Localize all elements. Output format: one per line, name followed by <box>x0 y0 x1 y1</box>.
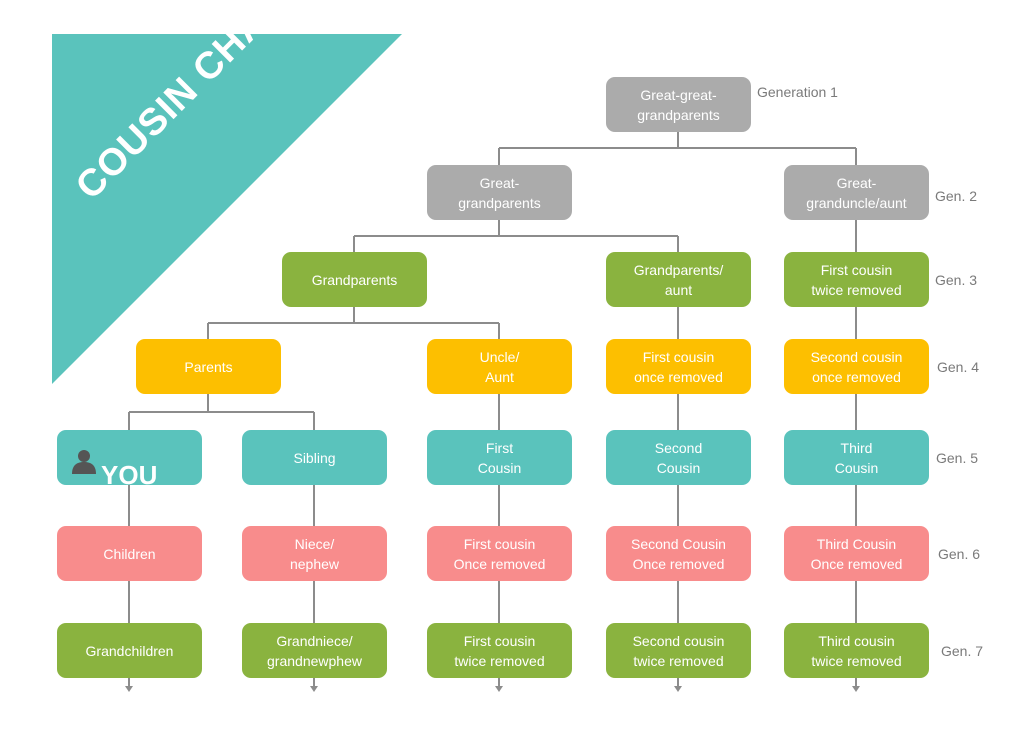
node-third-cousin-twice-removed-g7: Third cousin twice removed <box>784 623 929 678</box>
node-first-cousin-twice-removed-g3: First cousin twice removed <box>784 252 929 307</box>
node-label: Second cousin once removed <box>810 348 903 385</box>
node-uncle-aunt: Uncle/ Aunt <box>427 339 572 394</box>
node-first-cousin: First Cousin <box>427 430 572 485</box>
you-label: YOU <box>101 460 158 490</box>
generation-label-4: Gen. 4 <box>937 359 980 375</box>
down-arrow-icon <box>125 686 133 692</box>
node-label: Great- granduncle/aunt <box>806 174 907 211</box>
person-icon <box>72 450 96 474</box>
node-great-granduncle-aunt: Great- granduncle/aunt <box>784 165 929 220</box>
node-you: YOU <box>57 430 202 490</box>
down-arrow-icon <box>674 686 682 692</box>
node-label: Third cousin twice removed <box>811 632 902 669</box>
node-label: First Cousin <box>477 439 522 476</box>
generation-label-7: Gen. 7 <box>941 643 984 659</box>
node-label: Second Cousin Once removed <box>631 535 726 572</box>
node-label: First cousin Once removed <box>453 535 546 572</box>
node-label: Second cousin twice removed <box>632 632 725 669</box>
node-children: Children <box>57 526 202 581</box>
node-great-grandparents: Great- grandparents <box>427 165 572 220</box>
generation-label-1: Generation 1 <box>757 84 838 100</box>
node-first-cousin-once-removed-g4: First cousin once removed <box>606 339 751 394</box>
node-label: Second Cousin <box>654 439 703 476</box>
node-second-cousin-once-removed-g4: Second cousin once removed <box>784 339 929 394</box>
generation-label-5: Gen. 5 <box>936 450 979 466</box>
node-label: Niece/ nephew <box>289 535 340 572</box>
node-label: First cousin twice removed <box>811 261 902 298</box>
node-grandchildren: Grandchildren <box>57 623 202 678</box>
node-label: Grandniece/ grandnewphew <box>267 632 362 669</box>
node-grandparents: Grandparents <box>282 252 427 307</box>
node-label: Parents <box>184 358 233 375</box>
generation-label-6: Gen. 6 <box>938 546 981 562</box>
node-label: Third Cousin Once removed <box>810 535 903 572</box>
generation-label-3: Gen. 3 <box>935 272 978 288</box>
node-label: Third Cousin <box>834 439 879 476</box>
node-second-cousin: Second Cousin <box>606 430 751 485</box>
node-first-cousin-twice-removed-g7: First cousin twice removed <box>427 623 572 678</box>
node-label: Children <box>103 545 156 562</box>
node-label: First cousin twice removed <box>454 632 545 669</box>
node-third-cousin: Third Cousin <box>784 430 929 485</box>
node-second-cousin-once-removed-g6: Second Cousin Once removed <box>606 526 751 581</box>
node-label: Uncle/ Aunt <box>479 348 520 385</box>
down-arrow-icon <box>495 686 503 692</box>
node-niece-nephew: Niece/ nephew <box>242 526 387 581</box>
node-first-cousin-once-removed-g6: First cousin Once removed <box>427 526 572 581</box>
node-label: First cousin once removed <box>634 348 723 385</box>
node-label: Grandparents <box>311 271 398 288</box>
node-grandniece-grandnephew: Grandniece/ grandnewphew <box>242 623 387 678</box>
node-label: Sibling <box>293 449 336 466</box>
node-label: Great- grandparents <box>458 174 541 211</box>
node-third-cousin-once-removed-g6: Third Cousin Once removed <box>784 526 929 581</box>
down-arrow-icon <box>310 686 318 692</box>
node-parents: Parents <box>136 339 281 394</box>
down-arrow-icon <box>852 686 860 692</box>
node-great-great-grandparents: Great-great- grandparents <box>606 77 751 132</box>
node-label: Grandchildren <box>85 642 174 659</box>
node-label: Grandparents/ aunt <box>633 261 724 298</box>
node-sibling: Sibling <box>242 430 387 485</box>
node-label: Great-great- grandparents <box>637 86 720 123</box>
generation-label-2: Gen. 2 <box>935 188 978 204</box>
node-grandparents-aunt: Grandparents/ aunt <box>606 252 751 307</box>
node-second-cousin-twice-removed-g7: Second cousin twice removed <box>606 623 751 678</box>
